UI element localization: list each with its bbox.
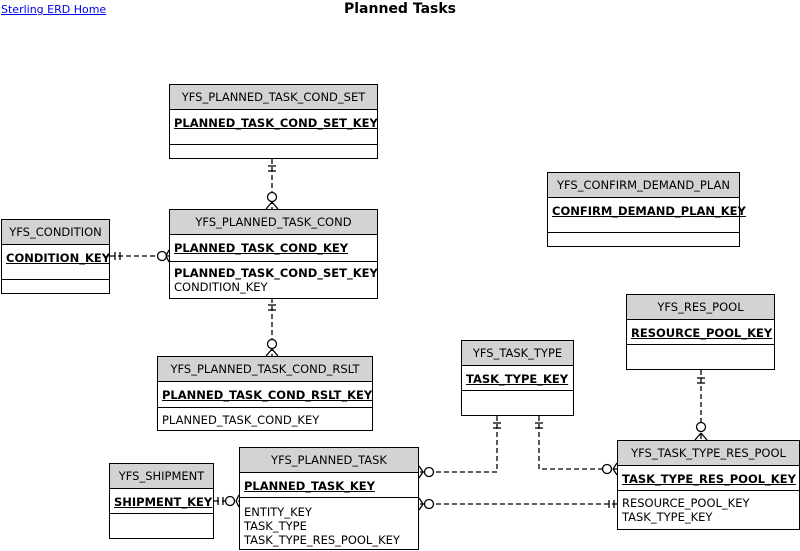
entity-name: YFS_RES_POOL: [627, 295, 774, 320]
entity-name: YFS_SHIPMENT: [110, 464, 213, 489]
attribute: TASK_TYPE_KEY: [622, 510, 713, 524]
page-title: Planned Tasks: [344, 1, 456, 17]
primary-key: CONDITION_KEY: [6, 251, 111, 265]
attribute: PLANNED_TASK_COND_SET_KEY: [174, 266, 378, 280]
entity-res-pool: YFS_RES_POOL RESOURCE_POOL_KEY: [626, 294, 775, 370]
rel-condset-taskcond: [265, 159, 279, 210]
entity-planned-task-cond-rslt: YFS_PLANNED_TASK_COND_RSLT PLANNED_TASK_…: [157, 356, 373, 431]
rel-tasktyperespool-plannedtask: [418, 497, 617, 511]
primary-key: TASK_TYPE_RES_POOL_KEY: [622, 472, 796, 486]
rel-taskcond-condrslt: [265, 298, 279, 357]
entity-name: YFS_CONFIRM_DEMAND_PLAN: [548, 173, 739, 198]
primary-key: PLANNED_TASK_COND_KEY: [174, 241, 349, 255]
attribute: TASK_TYPE: [244, 519, 307, 533]
entity-confirm-demand-plan: YFS_CONFIRM_DEMAND_PLAN CONFIRM_DEMAND_P…: [547, 172, 746, 247]
entity-name: YFS_PLANNED_TASK: [240, 448, 418, 473]
primary-key: PLANNED_TASK_COND_RSLT_KEY: [162, 388, 373, 402]
primary-key: SHIPMENT_KEY: [114, 495, 213, 509]
rel-respool-tasktyperespool: [694, 370, 708, 441]
primary-key: TASK_TYPE_KEY: [466, 372, 569, 386]
primary-key: RESOURCE_POOL_KEY: [631, 326, 773, 340]
entity-shipment: YFS_SHIPMENT SHIPMENT_KEY: [109, 463, 214, 539]
rel-tasktype-tasktyperespool: [535, 416, 618, 476]
entity-condition: YFS_CONDITION CONDITION_KEY: [1, 219, 110, 294]
attribute: RESOURCE_POOL_KEY: [622, 496, 750, 510]
entity-task-type: YFS_TASK_TYPE TASK_TYPE_KEY: [461, 340, 574, 416]
entity-planned-task: YFS_PLANNED_TASK PLANNED_TASK_KEY ENTITY…: [239, 447, 419, 550]
entity-planned-task-cond-set: YFS_PLANNED_TASK_COND_SET PLANNED_TASK_C…: [169, 84, 378, 159]
rel-tasktype-plannedtask: [418, 416, 501, 479]
primary-key: PLANNED_TASK_COND_SET_KEY: [174, 116, 378, 130]
attribute: CONDITION_KEY: [174, 280, 268, 294]
entity-name: YFS_PLANNED_TASK_COND_SET: [170, 85, 377, 110]
entity-name: YFS_TASK_TYPE: [462, 341, 573, 366]
entity-name: YFS_TASK_TYPE_RES_POOL: [618, 441, 799, 466]
entity-name: YFS_PLANNED_TASK_COND_RSLT: [158, 357, 372, 382]
entity-task-type-res-pool: YFS_TASK_TYPE_RES_POOL TASK_TYPE_RES_POO…: [617, 440, 800, 530]
attribute: PLANNED_TASK_COND_KEY: [162, 413, 320, 427]
rel-condition-taskcond: [110, 249, 170, 263]
entity-planned-task-cond: YFS_PLANNED_TASK_COND PLANNED_TASK_COND_…: [169, 209, 378, 299]
entity-name: YFS_CONDITION: [2, 220, 109, 245]
attribute: TASK_TYPE_RES_POOL_KEY: [244, 533, 400, 547]
rel-shipment-plannedtask: [214, 494, 240, 508]
entity-name: YFS_PLANNED_TASK_COND: [170, 210, 377, 235]
primary-key: PLANNED_TASK_KEY: [244, 479, 375, 493]
primary-key: CONFIRM_DEMAND_PLAN_KEY: [552, 204, 746, 218]
home-link[interactable]: Sterling ERD Home: [1, 3, 107, 16]
attribute: ENTITY_KEY: [244, 505, 312, 519]
